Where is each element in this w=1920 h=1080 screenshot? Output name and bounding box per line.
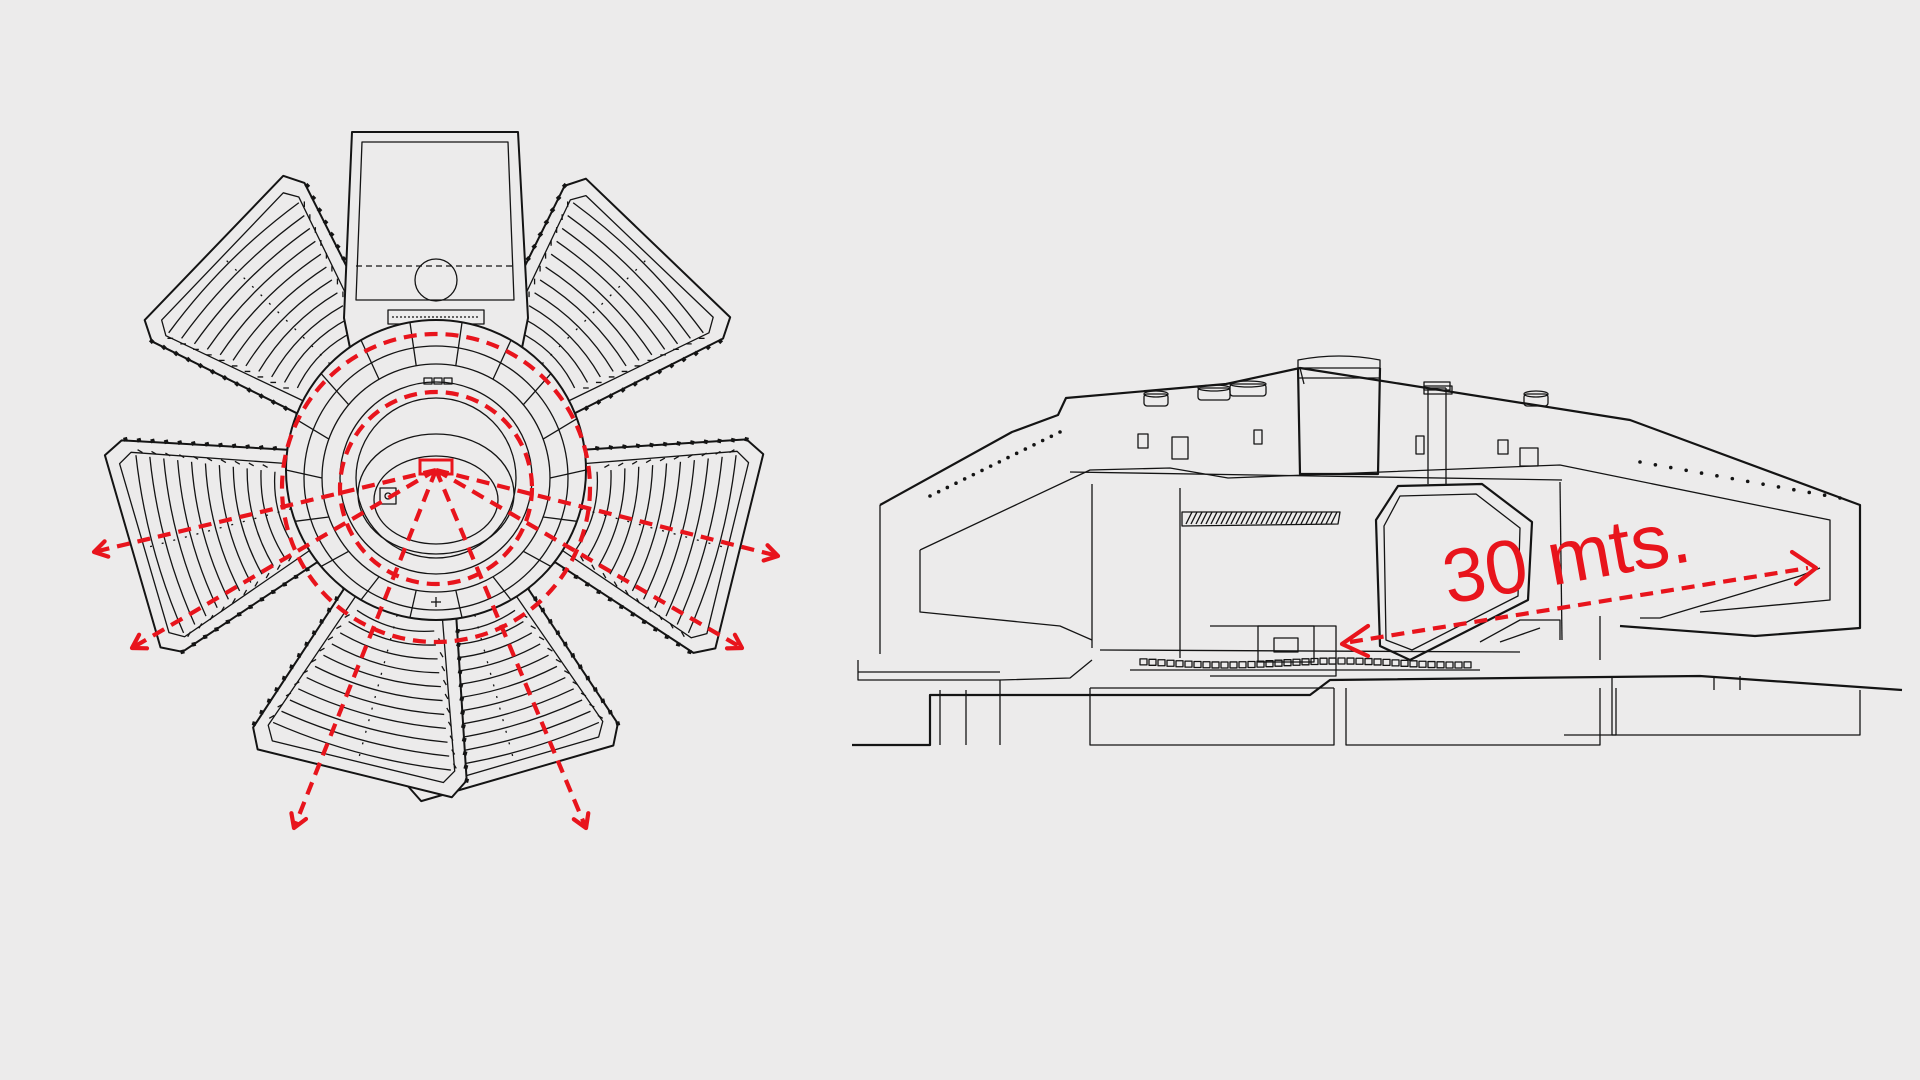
hexagonal-hall-wall <box>1374 482 1534 662</box>
seating-wings <box>103 174 765 803</box>
foundation-blocks <box>1089 676 1861 746</box>
seating-wing <box>482 177 732 424</box>
stage-block <box>343 131 529 359</box>
seating-wing <box>251 571 470 799</box>
sightline-arrows <box>91 331 781 831</box>
roof-edge-dots <box>928 430 1842 500</box>
distance-arrow <box>1339 549 1819 659</box>
floor-seats <box>1130 657 1480 671</box>
plan-details <box>379 377 453 607</box>
distance-label: 30 mts. <box>1436 494 1696 621</box>
roof-outline <box>879 366 1862 638</box>
roof-vents <box>1143 380 1549 407</box>
fly-tower <box>1296 367 1382 476</box>
floor-plan <box>91 131 781 831</box>
building-section: 30 mts. <box>852 355 1903 747</box>
ceiling-hatch <box>1185 511 1338 525</box>
